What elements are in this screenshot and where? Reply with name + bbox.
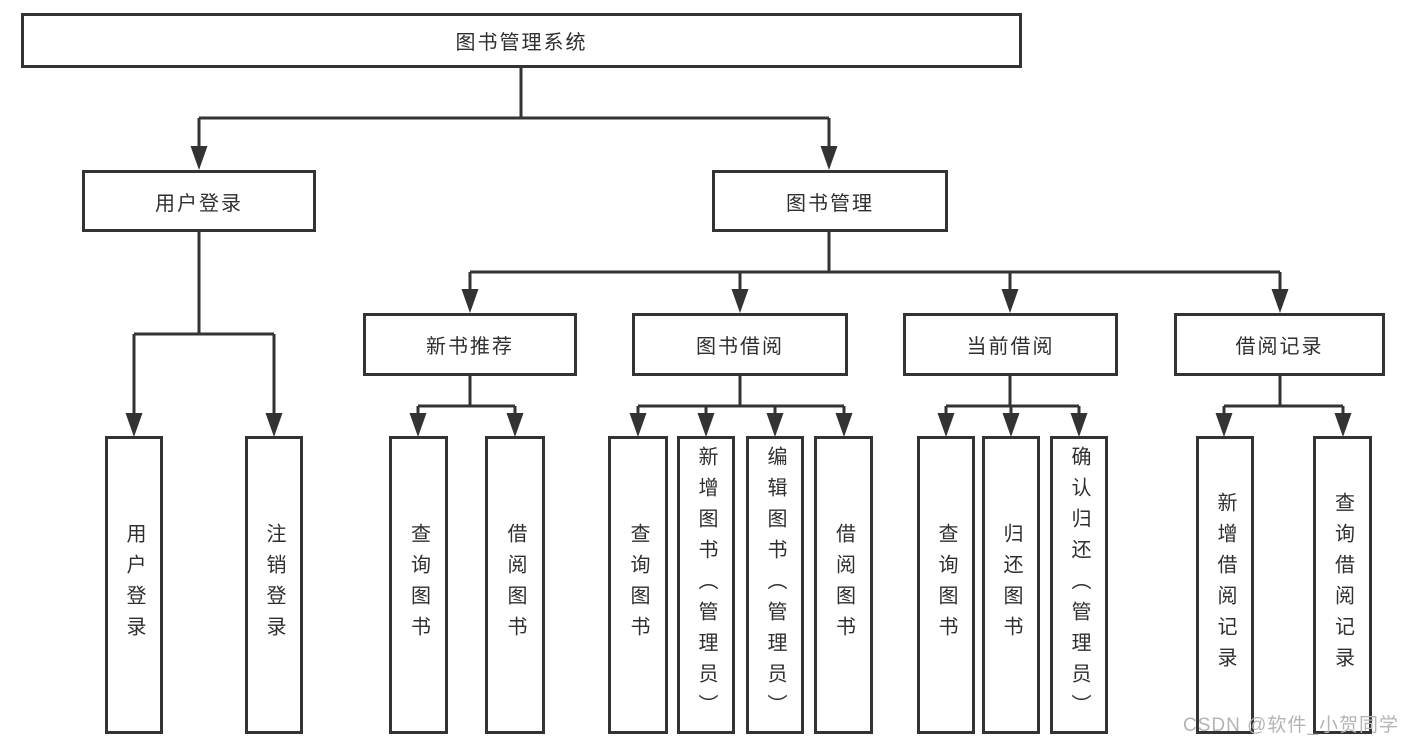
- leaf-return-books: 归还图书: [982, 436, 1040, 734]
- leaf-query-books-recommend-label: 查询图书: [407, 523, 430, 647]
- leaf-confirm-return-admin: 确认归还（管理员）: [1050, 436, 1108, 734]
- node-user-login: 用户登录: [82, 170, 316, 232]
- leaf-logout: 注销登录: [245, 436, 303, 734]
- node-book-management: 图书管理: [712, 170, 948, 232]
- node-borrow-records: 借阅记录: [1174, 313, 1385, 376]
- node-new-book-recommend: 新书推荐: [363, 313, 577, 376]
- leaf-query-borrow-record: 查询借阅记录: [1313, 436, 1372, 734]
- leaf-borrow-books-recommend-label: 借阅图书: [504, 523, 526, 647]
- node-root: 图书管理系统: [21, 13, 1022, 68]
- leaf-query-books-borrow: 查询图书: [608, 436, 668, 734]
- leaf-confirm-return-admin-label: 确认归还（管理员）: [1068, 445, 1090, 725]
- leaf-query-books-borrow-label: 查询图书: [627, 523, 649, 647]
- leaf-query-borrow-record-label: 查询借阅记录: [1331, 492, 1354, 678]
- leaf-borrow-books: 借阅图书: [814, 436, 873, 734]
- node-root-label: 图书管理系统: [455, 32, 588, 54]
- leaf-add-borrow-record: 新增借阅记录: [1196, 436, 1254, 734]
- leaf-edit-books-admin-label: 编辑图书（管理员）: [764, 445, 786, 725]
- leaf-add-books-admin: 新增图书（管理员）: [677, 436, 735, 734]
- node-current-borrow-label: 当前借阅: [966, 336, 1055, 358]
- node-current-borrow: 当前借阅: [903, 313, 1118, 376]
- leaf-add-books-admin-label: 新增图书（管理员）: [695, 445, 717, 725]
- leaf-borrow-books-recommend: 借阅图书: [485, 436, 545, 734]
- leaf-query-books-current: 查询图书: [917, 436, 975, 734]
- arrowheads: [125, 146, 1352, 437]
- node-new-book-recommend-label: 新书推荐: [426, 336, 514, 358]
- leaf-user-login: 用户登录: [105, 436, 163, 734]
- leaf-logout-label: 注销登录: [263, 523, 285, 647]
- leaf-user-login-label: 用户登录: [123, 523, 145, 647]
- node-user-login-label: 用户登录: [155, 192, 243, 215]
- leaf-return-books-label: 归还图书: [1000, 523, 1022, 647]
- node-book-borrow: 图书借阅: [632, 313, 848, 376]
- leaf-borrow-books-label: 借阅图书: [832, 523, 855, 647]
- watermark: CSDN @软件_小贺同学: [1183, 715, 1399, 736]
- node-book-borrow-label: 图书借阅: [696, 336, 784, 358]
- node-borrow-records-label: 借阅记录: [1235, 336, 1324, 358]
- leaf-add-borrow-record-label: 新增借阅记录: [1214, 492, 1236, 678]
- leaf-query-books-recommend: 查询图书: [389, 436, 448, 734]
- leaf-edit-books-admin: 编辑图书（管理员）: [746, 436, 804, 734]
- node-book-management-label: 图书管理: [786, 192, 874, 215]
- leaf-query-books-current-label: 查询图书: [935, 523, 957, 647]
